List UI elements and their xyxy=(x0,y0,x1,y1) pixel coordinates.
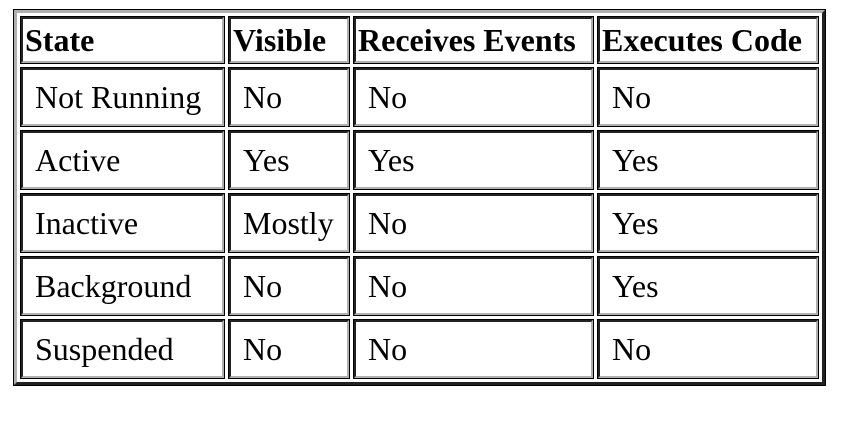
app-states-table: State Visible Receives Events Executes C… xyxy=(13,9,826,386)
table-row: Suspended No No No xyxy=(20,319,819,379)
cell-receives-events: No xyxy=(353,193,594,253)
cell-state: Background xyxy=(20,256,225,316)
cell-receives-events: No xyxy=(353,67,594,127)
table-row: Not Running No No No xyxy=(20,67,819,127)
cell-visible: Mostly xyxy=(228,193,350,253)
cell-state: Active xyxy=(20,130,225,190)
cell-receives-events: No xyxy=(353,319,594,379)
cell-state: Suspended xyxy=(20,319,225,379)
cell-state: Not Running xyxy=(20,67,225,127)
header-executes-code: Executes Code xyxy=(597,16,819,64)
table-row: Active Yes Yes Yes xyxy=(20,130,819,190)
cell-receives-events: Yes xyxy=(353,130,594,190)
table-container: State Visible Receives Events Executes C… xyxy=(13,9,826,386)
cell-visible: No xyxy=(228,256,350,316)
cell-visible: No xyxy=(228,67,350,127)
cell-executes-code: Yes xyxy=(597,193,819,253)
header-visible: Visible xyxy=(228,16,350,64)
header-state: State xyxy=(20,16,225,64)
table-row: Inactive Mostly No Yes xyxy=(20,193,819,253)
cell-executes-code: No xyxy=(597,67,819,127)
cell-state: Inactive xyxy=(20,193,225,253)
cell-executes-code: Yes xyxy=(597,130,819,190)
cell-visible: No xyxy=(228,319,350,379)
cell-executes-code: Yes xyxy=(597,256,819,316)
table-row: Background No No Yes xyxy=(20,256,819,316)
cell-visible: Yes xyxy=(228,130,350,190)
cell-executes-code: No xyxy=(597,319,819,379)
table-header-row: State Visible Receives Events Executes C… xyxy=(20,16,819,64)
header-receives-events: Receives Events xyxy=(353,16,594,64)
cell-receives-events: No xyxy=(353,256,594,316)
